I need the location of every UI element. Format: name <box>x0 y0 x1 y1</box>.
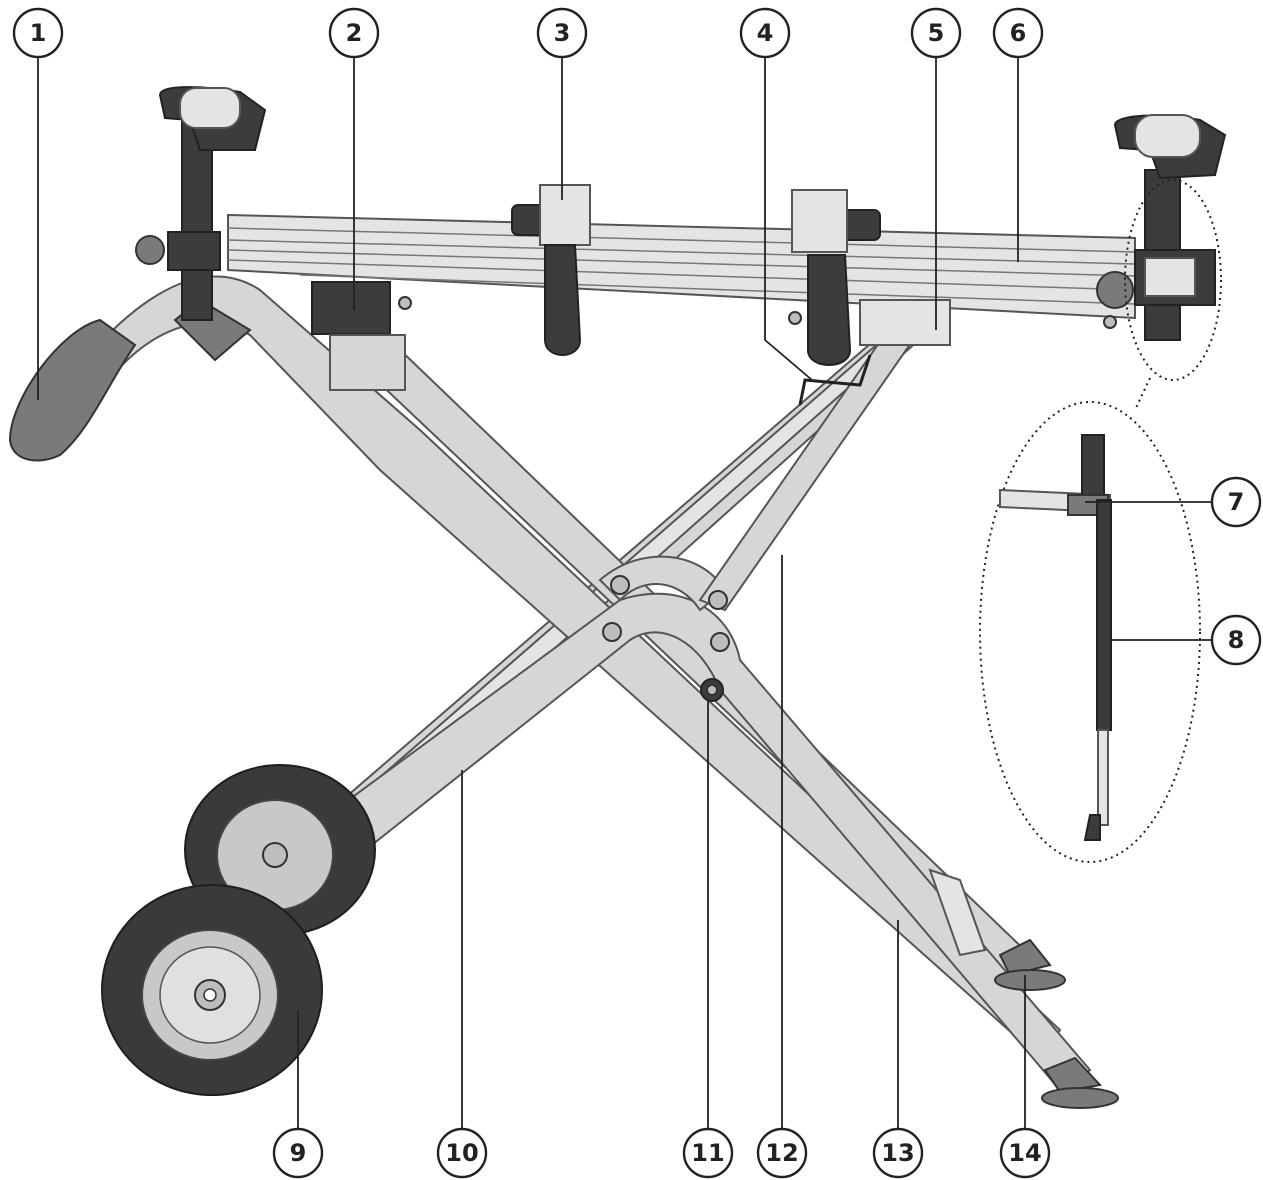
callout-13: 13 <box>872 1127 924 1179</box>
callout-2-label: 2 <box>346 19 363 47</box>
pivot-bolt <box>710 632 730 652</box>
detail-inset <box>979 179 1222 863</box>
beam-nut <box>398 296 412 310</box>
mounting-clamp-left <box>511 184 591 356</box>
callout-6-label: 6 <box>1010 19 1027 47</box>
callout-5: 5 <box>910 7 962 59</box>
callout-3: 3 <box>536 7 588 59</box>
callout-9-label: 9 <box>290 1139 307 1167</box>
callout-6: 6 <box>992 7 1044 59</box>
detail-extension-rod <box>1097 729 1109 826</box>
callout-10: 10 <box>436 1127 488 1179</box>
callout-3-label: 3 <box>554 19 571 47</box>
detail-connector <box>1134 377 1151 411</box>
release-lever <box>798 354 872 406</box>
detail-extension-leg <box>1096 499 1112 731</box>
bracket-mount <box>329 334 406 391</box>
pivot-bolt <box>610 575 630 595</box>
rubber-foot <box>994 938 1066 991</box>
detail-outline <box>979 401 1201 863</box>
callout-8-label: 8 <box>1228 626 1245 654</box>
leg-lock-knob-center <box>706 684 718 696</box>
left-work-support <box>135 86 267 321</box>
beam-bracket <box>311 281 391 335</box>
pivot-bolt <box>708 590 728 610</box>
callouts: 1 2 3 4 5 6 7 8 <box>12 7 1262 1179</box>
rubber-foot <box>1041 1056 1119 1109</box>
callout-10-label: 10 <box>445 1139 478 1167</box>
callout-14-label: 14 <box>1008 1139 1041 1167</box>
callout-14: 14 <box>999 1127 1051 1179</box>
callout-12: 12 <box>756 1127 808 1179</box>
callout-7: 7 <box>1210 476 1262 528</box>
pivot-plate <box>859 299 951 346</box>
callout-7-label: 7 <box>1228 488 1245 516</box>
right-work-support <box>1096 114 1227 341</box>
callout-11-label: 11 <box>691 1139 724 1167</box>
callout-13-label: 13 <box>881 1139 914 1167</box>
leader-4 <box>764 58 813 381</box>
leader-lines <box>37 58 1212 1130</box>
callout-4: 4 <box>739 7 791 59</box>
callout-2: 2 <box>328 7 380 59</box>
callout-11: 11 <box>682 1127 734 1179</box>
beam-nut <box>788 311 802 325</box>
callout-8: 8 <box>1210 614 1262 666</box>
callout-5-label: 5 <box>928 19 945 47</box>
beam-nut <box>1103 315 1117 329</box>
callout-9: 9 <box>272 1127 324 1179</box>
pivot-bolt <box>602 622 622 642</box>
extension-beam <box>227 213 1136 320</box>
stand-illustration <box>8 86 1227 1109</box>
callout-1-label: 1 <box>30 19 47 47</box>
callout-4-label: 4 <box>757 19 774 47</box>
wheel <box>101 884 323 1096</box>
callout-12-label: 12 <box>765 1139 798 1167</box>
detail-leg-foot <box>1083 814 1101 841</box>
mounting-clamp-right <box>791 189 881 366</box>
lower-leg <box>238 592 1092 1092</box>
front-leg <box>38 275 1062 1060</box>
detail-source-outline <box>1124 179 1222 381</box>
detail-support <box>1081 434 1105 496</box>
callout-1: 1 <box>12 7 64 59</box>
